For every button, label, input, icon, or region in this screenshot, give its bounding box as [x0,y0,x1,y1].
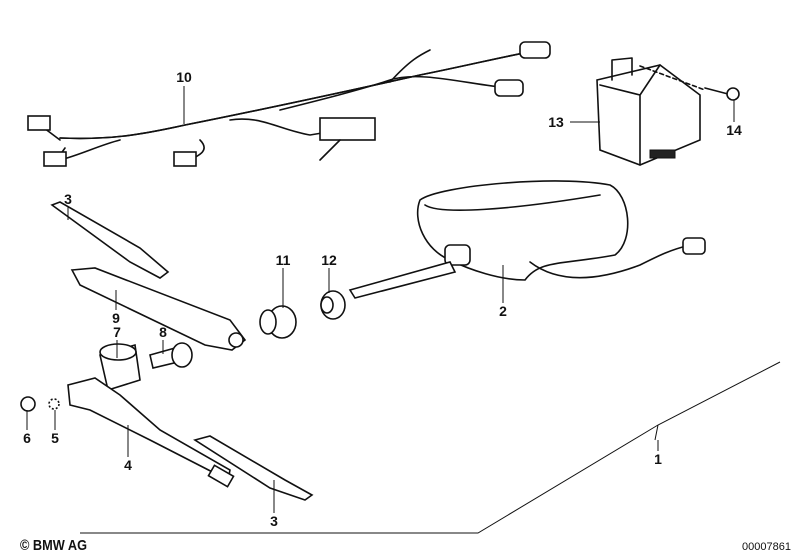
wiring-harness [27,41,551,167]
copyright-text: © BMW AG [20,537,88,554]
wiper-arm-upper [70,267,247,351]
threaded-pin [149,342,193,369]
callout-5: 5 [51,430,59,446]
wiper-arm-lower [67,377,235,488]
nut [320,290,346,320]
callout-6: 6 [23,430,31,446]
wiper-motor [348,180,706,299]
screw [639,65,740,101]
hex-nut [20,396,36,412]
callout-4: 4 [124,457,132,473]
callout-11: 11 [276,252,291,268]
spindle-sleeve [99,343,141,392]
document-number: 00007861 [742,541,791,553]
callout-9: 9 [112,310,120,326]
callout-2: 2 [499,303,507,319]
leader-lines [26,86,735,513]
wiper-blade-lower [193,435,314,501]
bushing [259,305,297,339]
relay-box [596,57,701,166]
washer [48,398,60,410]
callout-7: 7 [113,324,121,340]
callout-14: 14 [726,122,742,138]
callout-3-upper: 3 [64,191,72,207]
wiper-blade-upper [50,201,170,279]
callout-12: 12 [321,252,337,268]
callout-13: 13 [548,114,564,130]
callout-1: 1 [654,451,662,467]
callout-10: 10 [176,69,192,85]
callout-8: 8 [159,324,167,340]
assembly-bracket [80,361,781,534]
callout-3-lower: 3 [270,513,278,529]
